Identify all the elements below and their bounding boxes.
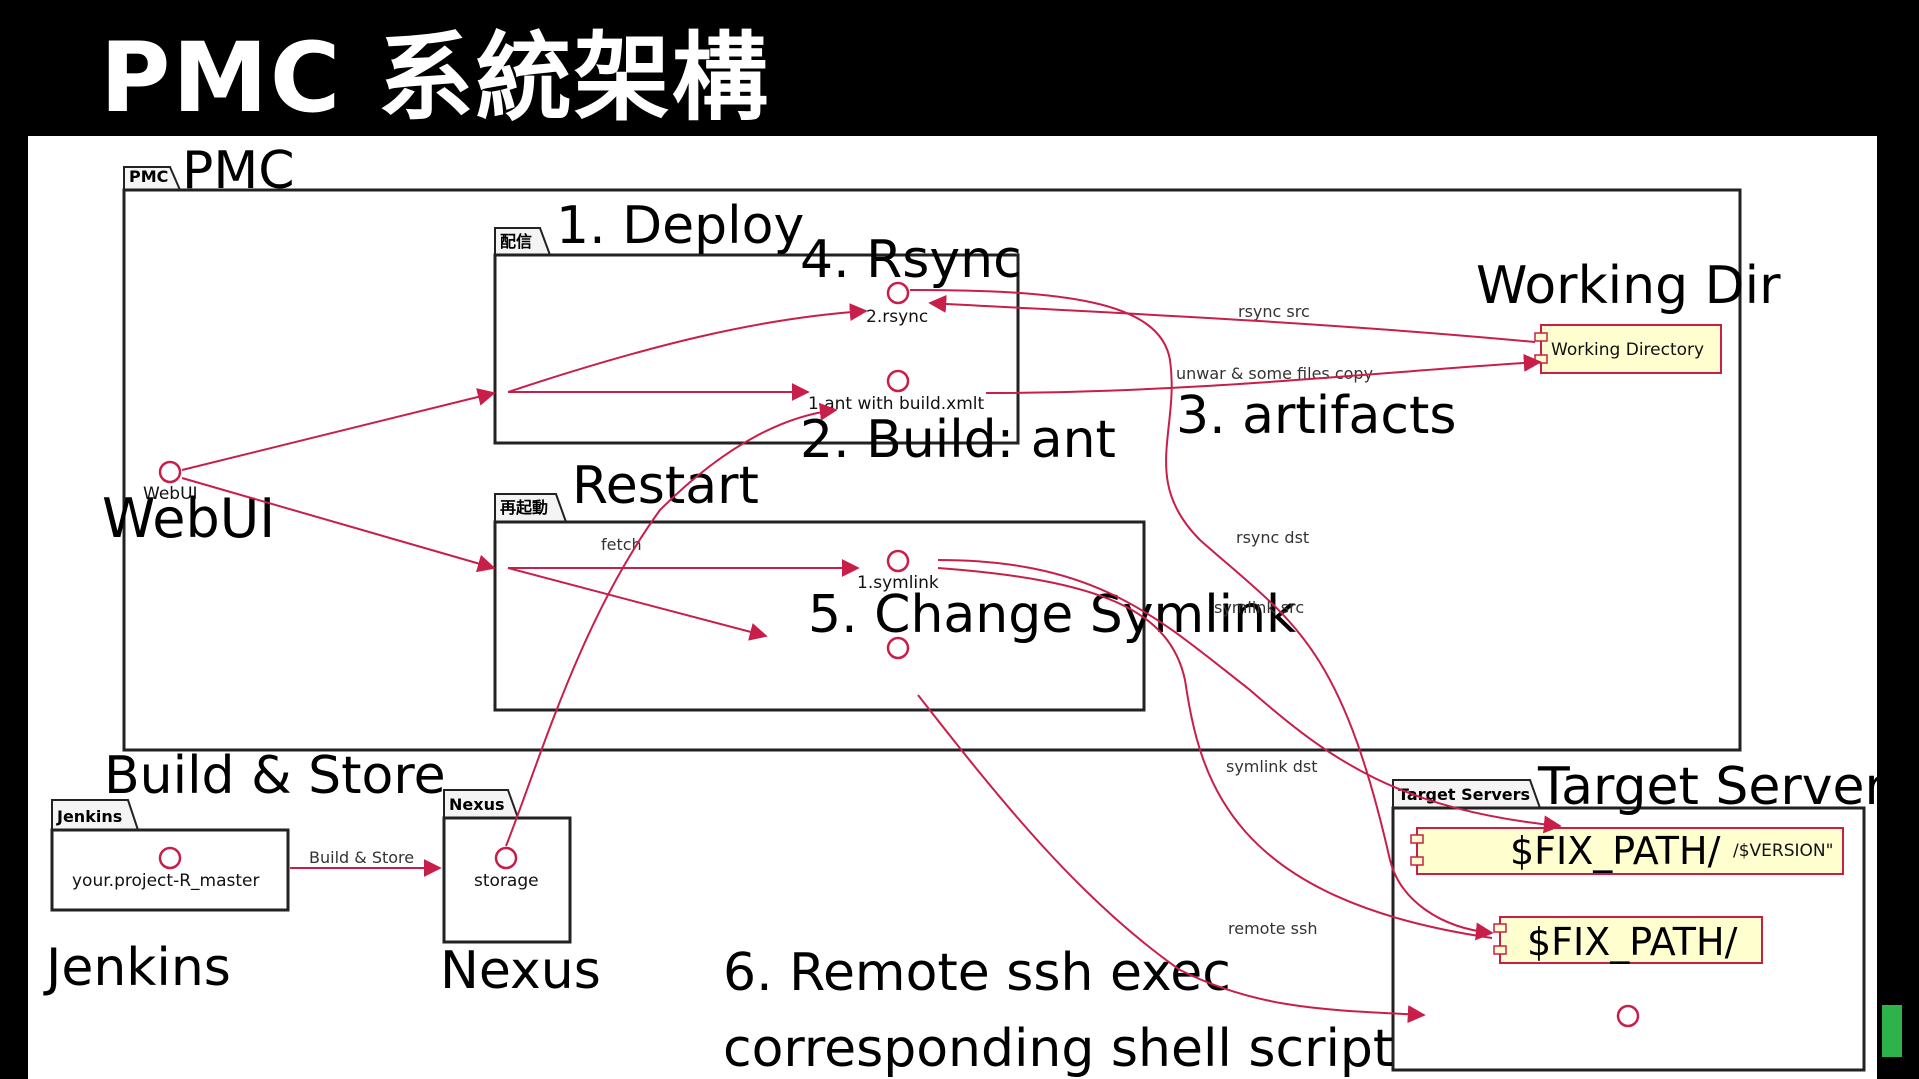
fix-path-label: $FIX_PATH/ (1527, 920, 1738, 964)
fix-path-version-label: $FIX_PATH/ (1510, 829, 1721, 873)
brand-mark (1882, 1005, 1902, 1057)
target-circle (1616, 1004, 1640, 1028)
package-target-tab: Target Servers (1398, 785, 1530, 804)
arrow-symlink-dst (937, 567, 1493, 939)
edge-label-artifacts: 3. artifacts (1176, 386, 1456, 446)
remote-exec-caption-1: 6. Remote ssh exec (723, 943, 1231, 1003)
arrow-unwar (985, 353, 1542, 394)
edge-label-rsync-src: rsync src (1238, 302, 1310, 321)
webui-label: WebUI (143, 484, 198, 504)
package-pmc-caption: PMC (182, 141, 295, 201)
fix-path-version-suffix: /$VERSION" (1733, 841, 1833, 861)
arrow-webui-deploy (181, 388, 496, 471)
component-working-dir: Working Directory Working Dir (1476, 256, 1781, 374)
interface-circles (158, 281, 1640, 1028)
edge-label-rsync-dst: rsync dst (1236, 528, 1309, 547)
package-restart-tab: 再起動 (500, 498, 548, 517)
package-target-caption: Target Server (1537, 757, 1887, 817)
edge-label-build-store: Build & Store (309, 848, 414, 867)
slide-title: PMC 系統架構 (100, 22, 770, 134)
ant-circle (886, 369, 910, 393)
ant-label: 1.ant with build.xmlt (808, 394, 985, 414)
rsync-label: 2.rsync (866, 307, 928, 327)
symlink-caption: 5. Change Symlink (808, 585, 1296, 645)
edge-label-unwar: unwar & some files copy (1176, 364, 1373, 383)
arrow-rsync-dst (1389, 859, 1494, 941)
working-dir-caption: Working Dir (1476, 256, 1781, 316)
component-fix-path-version: $FIX_PATH/ /$VERSION" (1410, 827, 1844, 875)
package-deploy-caption: 1. Deploy (556, 196, 804, 256)
component-fix-path: $FIX_PATH/ (1493, 916, 1763, 964)
edge-label-fetch: fetch (601, 535, 642, 554)
webui-circle (158, 460, 182, 484)
package-target: Target Servers Target Server (1391, 757, 1887, 1072)
rsync-circle (886, 281, 910, 305)
remote-exec-caption-2: corresponding shell script (723, 1019, 1393, 1079)
storage-label: storage (474, 871, 539, 891)
arrow-symlink-src (937, 559, 1562, 834)
jenkins-job-label: your.project-R_master (72, 871, 259, 891)
package-restart-caption: Restart (572, 456, 759, 516)
ant-caption: 2. Build: ant (800, 410, 1116, 470)
arrow-to-rsync (507, 303, 868, 393)
edge-label-remote-ssh: remote ssh (1228, 919, 1317, 938)
edge-label-symlink-src: symlink src (1214, 598, 1304, 617)
jenkins-job-circle (158, 846, 182, 870)
symlink-circle (886, 549, 910, 573)
edge-label-symlink-dst: symlink dst (1226, 757, 1318, 776)
storage-circle (494, 846, 518, 870)
package-deploy-tab: 配信 (500, 232, 532, 251)
build-store-caption: Build & Store (104, 746, 446, 806)
rsync-caption: 4. Rsync (800, 230, 1022, 290)
arrow-fetch (505, 402, 838, 847)
package-nexus-tab: Nexus (449, 795, 504, 814)
package-deploy: 配信 1. Deploy (493, 196, 1020, 445)
arrow-to-remote (507, 567, 768, 641)
package-nexus: Nexus Nexus (440, 789, 601, 1001)
package-pmc-tab: PMC (129, 167, 168, 186)
package-nexus-caption: Nexus (440, 941, 601, 1001)
arrow-rsync-src (928, 294, 1536, 343)
arrows (181, 289, 1562, 1024)
remote-circle (886, 636, 910, 660)
package-jenkins-caption: Jenkins (43, 938, 231, 998)
package-jenkins-tab: Jenkins (56, 807, 122, 826)
package-jenkins: Jenkins Build & Store Jenkins (43, 746, 446, 998)
working-dir-label: Working Directory (1551, 340, 1704, 360)
package-restart: 再起動 Restart (493, 456, 1146, 712)
arrow-rsync-dst-path (909, 289, 1391, 861)
package-pmc: PMC PMC (122, 141, 1742, 752)
arrow-webui-restart (181, 477, 496, 573)
arrow-remote-ssh (917, 694, 1426, 1024)
symlink-label: 1.symlink (857, 573, 939, 593)
